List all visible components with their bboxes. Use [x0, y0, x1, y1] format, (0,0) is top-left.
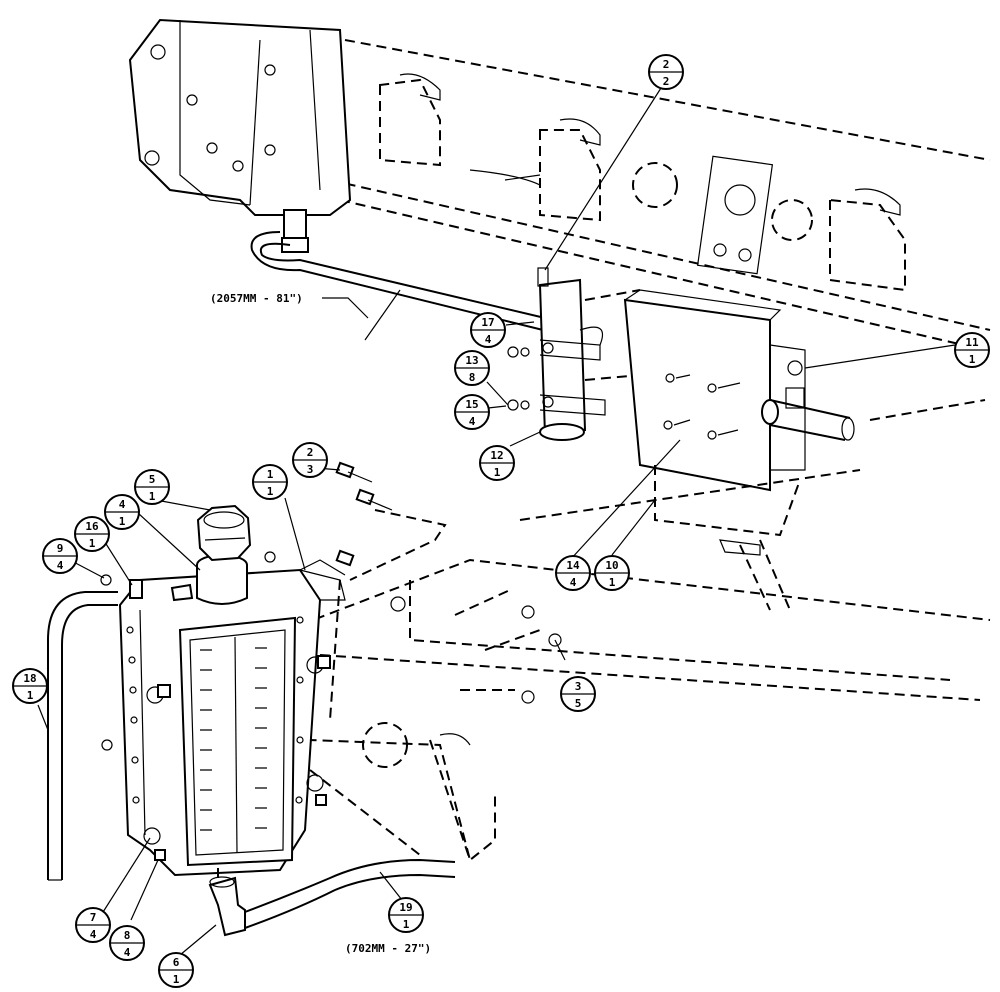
- svg-text:4: 4: [57, 559, 64, 572]
- callout-1-1: 11: [252, 464, 288, 500]
- upper-frame: [329, 39, 991, 351]
- callout-11-1: 111: [954, 332, 990, 368]
- svg-text:9: 9: [57, 542, 64, 555]
- callout-17-4: 174: [470, 312, 506, 348]
- svg-text:1: 1: [267, 468, 274, 481]
- breather-hose: [47, 591, 118, 881]
- svg-text:3: 3: [307, 463, 314, 476]
- lower-frame: [299, 461, 991, 862]
- callout-15-4: 154: [454, 394, 490, 430]
- svg-text:1: 1: [173, 973, 180, 986]
- svg-text:1: 1: [119, 515, 126, 528]
- svg-text:1: 1: [267, 485, 274, 498]
- callout-5-1: 51: [134, 469, 170, 505]
- callout-7-4: 74: [75, 907, 111, 943]
- svg-text:12: 12: [490, 449, 503, 462]
- svg-text:10: 10: [605, 559, 618, 572]
- callout-2-2: 22: [648, 54, 684, 90]
- svg-text:14: 14: [566, 559, 580, 572]
- filter-assembly: [537, 267, 641, 441]
- callout-10-1: 101: [594, 555, 630, 591]
- svg-text:7: 7: [90, 911, 97, 924]
- svg-text:8: 8: [469, 371, 476, 384]
- svg-text:4: 4: [469, 415, 476, 428]
- svg-text:6: 6: [173, 956, 180, 969]
- callout-2-3: 23: [292, 442, 328, 478]
- callout-12-1: 121: [479, 445, 515, 481]
- svg-text:1: 1: [494, 466, 501, 479]
- svg-text:1: 1: [27, 689, 34, 702]
- callout-19-1: 191: [388, 897, 424, 933]
- svg-text:17: 17: [481, 316, 494, 329]
- svg-text:5: 5: [149, 473, 156, 486]
- callout-14-4: 144: [555, 555, 591, 591]
- lower-hose: [208, 858, 456, 937]
- callout-6-1: 61: [158, 952, 194, 988]
- callout-3-5: 35: [560, 676, 596, 712]
- svg-text:1: 1: [969, 353, 976, 366]
- callout-9-4: 94: [42, 538, 78, 574]
- svg-text:4: 4: [570, 576, 577, 589]
- filter-nuts: [507, 346, 530, 411]
- svg-text:4: 4: [485, 333, 492, 346]
- svg-text:11: 11: [965, 336, 979, 349]
- mounting-plate: [519, 289, 986, 611]
- upper-hose: [250, 231, 546, 341]
- svg-text:18: 18: [23, 672, 36, 685]
- svg-text:4: 4: [124, 946, 131, 959]
- callout-8-4: 84: [109, 925, 145, 961]
- svg-text:19: 19: [399, 901, 412, 914]
- svg-text:1: 1: [403, 918, 410, 931]
- svg-text:16: 16: [85, 520, 99, 533]
- callout-13-8: 138: [454, 350, 490, 386]
- svg-text:8: 8: [124, 929, 131, 942]
- svg-text:4: 4: [119, 498, 126, 511]
- svg-text:4: 4: [90, 928, 97, 941]
- upper-hose-length: (2057MM - 81"): [210, 292, 303, 305]
- svg-text:2: 2: [663, 58, 670, 71]
- svg-text:2: 2: [663, 75, 670, 88]
- svg-text:13: 13: [465, 354, 478, 367]
- svg-text:1: 1: [89, 537, 96, 550]
- hydraulic-tank-upper: [128, 18, 352, 253]
- callout-4-1: 41: [104, 494, 140, 530]
- lower-hose-length: (702MM - 27"): [345, 942, 431, 955]
- svg-text:5: 5: [575, 697, 582, 710]
- svg-text:1: 1: [609, 576, 616, 589]
- svg-text:1: 1: [149, 490, 156, 503]
- callout-18-1: 181: [12, 668, 48, 704]
- hydraulic-reservoir: [100, 504, 346, 877]
- callout-16-1: 161: [74, 516, 110, 552]
- svg-text:2: 2: [307, 446, 314, 459]
- svg-text:3: 3: [575, 680, 582, 693]
- svg-text:15: 15: [465, 398, 478, 411]
